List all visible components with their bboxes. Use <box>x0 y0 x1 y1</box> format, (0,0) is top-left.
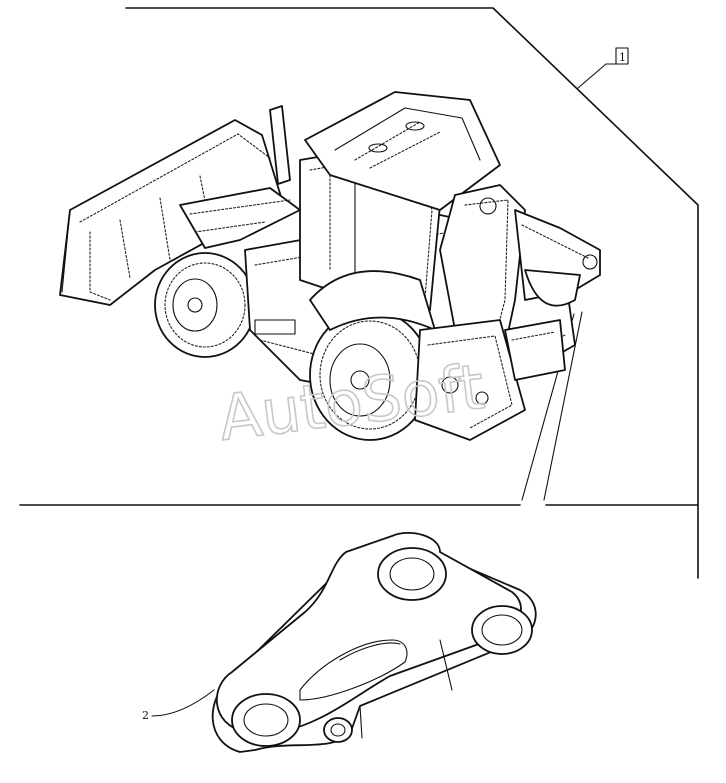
callout-group-ref-label: 1 <box>619 51 626 64</box>
callout-part-ref-label: 2 <box>142 709 149 722</box>
boom-link-icon <box>211 532 537 753</box>
backhoe-loader-icon <box>59 91 601 441</box>
frame-lines <box>19 7 699 579</box>
watermark-text: AutoSoft <box>215 350 488 455</box>
callout-part-ref: 2 <box>142 689 215 722</box>
callout-group-ref: 1 <box>615 47 629 65</box>
